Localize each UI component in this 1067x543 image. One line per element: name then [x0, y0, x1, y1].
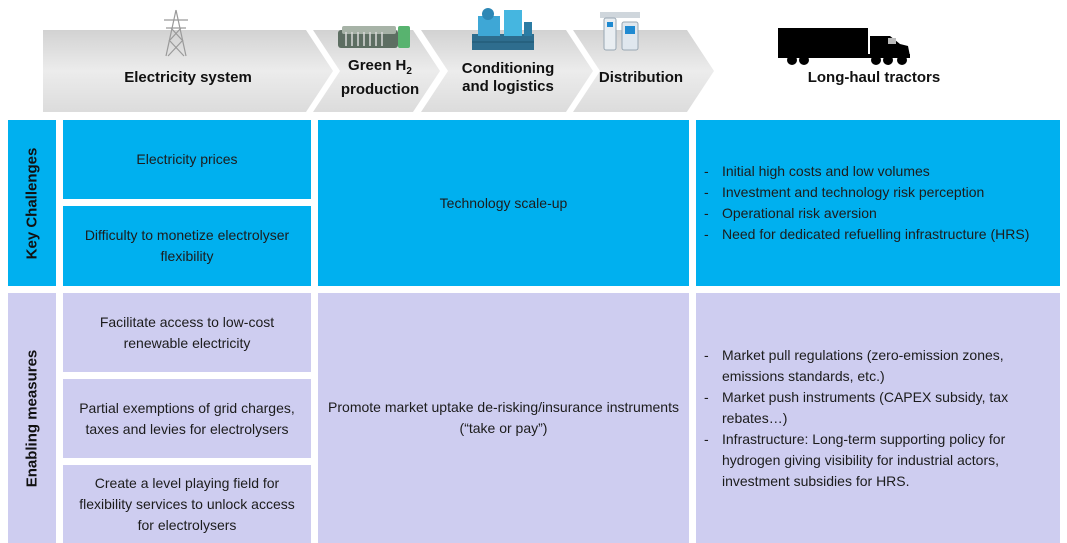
power-pylon-icon: [164, 9, 188, 57]
step-long-haul-tractors: Long-haul tractors: [696, 48, 1052, 108]
challenge-tractor-bullets: Initial high costs and low volumes Inves…: [696, 120, 1060, 286]
bullet-item: Initial high costs and low volumes: [696, 161, 1054, 182]
chevron-electricity: [43, 30, 333, 112]
measure-level-playing-field: Create a level playing field for flexibi…: [63, 465, 311, 543]
electrolyser-icon: [338, 26, 410, 48]
challenge-technology-scale-up: Technology scale-up: [318, 120, 689, 286]
bullet-item: Operational risk aversion: [696, 203, 1054, 224]
step-label: Long-haul tractors: [807, 69, 941, 86]
step-label-line2: and logistics: [462, 78, 554, 95]
row-label-key-challenges: Key Challenges: [8, 120, 56, 286]
challenge-electricity-prices: Electricity prices: [63, 120, 311, 199]
bullet-item: Need for dedicated refuelling infrastruc…: [696, 224, 1054, 245]
step-conditioning-logistics: Conditioning and logistics: [446, 48, 570, 108]
step-electricity-system: Electricity system: [63, 48, 313, 108]
measure-grid-exemptions: Partial exemptions of grid charges, taxe…: [63, 379, 311, 458]
compressor-icon: [472, 8, 534, 50]
truck-icon: [778, 28, 910, 65]
step-label: Distribution: [598, 69, 684, 86]
challenge-monetize-flexibility: Difficulty to monetize electrolyser flex…: [63, 206, 311, 286]
step-distribution: Distribution: [582, 48, 700, 108]
measure-tractor-bullets: Market pull regulations (zero-emission z…: [696, 293, 1060, 543]
step-label-line2: production: [340, 81, 420, 98]
row-label-enabling-measures: Enabling measures: [8, 293, 56, 543]
bullet-list: Market pull regulations (zero-emission z…: [696, 345, 1042, 492]
bullet-item: Market push instruments (CAPEX subsidy, …: [696, 387, 1042, 429]
bullet-item: Investment and technology risk perceptio…: [696, 182, 1054, 203]
step-label-line1: Conditioning: [461, 60, 555, 77]
bullet-item: Infrastructure: Long-term supporting pol…: [696, 429, 1042, 492]
step-label-line1: Green H2: [348, 57, 412, 77]
step-label: Electricity system: [124, 69, 252, 86]
chevron-conditioning: [421, 30, 593, 112]
bullet-list: Initial high costs and low volumes Inves…: [696, 161, 1054, 245]
refuelling-station-icon: [600, 12, 640, 51]
bullet-item: Market pull regulations (zero-emission z…: [696, 345, 1042, 387]
chevron-green-h2: [313, 30, 440, 112]
measure-low-cost-access: Facilitate access to low-cost renewable …: [63, 293, 311, 372]
step-green-h2-production: Green H2 production: [330, 48, 430, 108]
measure-market-uptake: Promote market uptake de-risking/insuran…: [318, 293, 689, 543]
